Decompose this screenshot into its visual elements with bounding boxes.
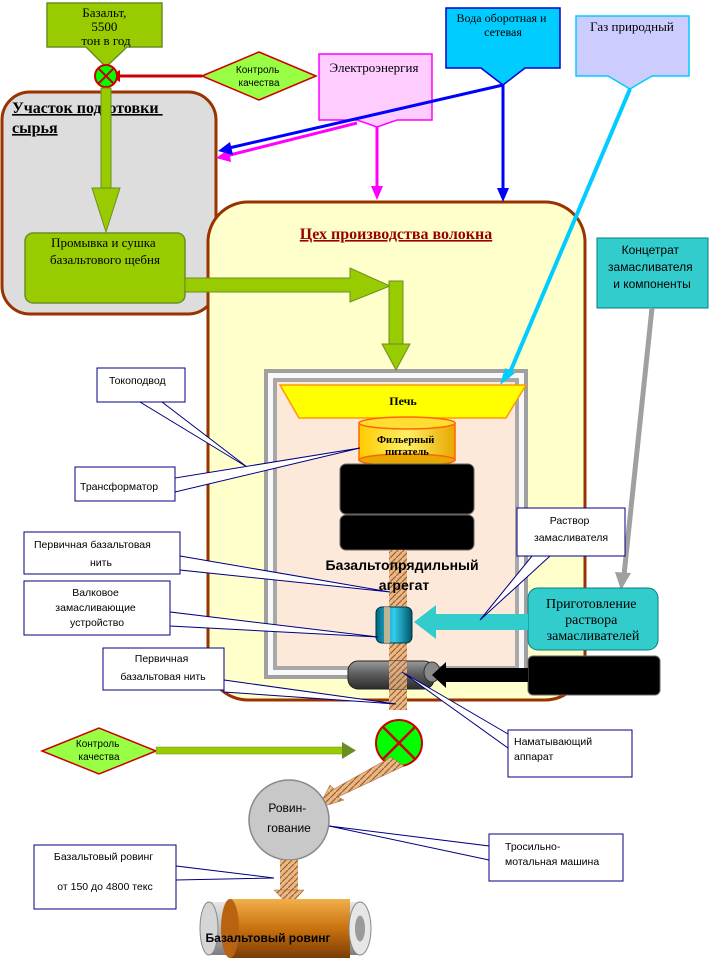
prep-area-title: Участок подготовки сырья [12, 100, 163, 137]
product-roving-left-end [221, 899, 239, 958]
qc-bottom-label: Контроль качества [76, 739, 122, 763]
callout-winder-box [507, 729, 633, 778]
gas-source [575, 15, 690, 90]
furnace [278, 384, 528, 419]
callout-roving: Базальтовый ровинг от 150 до 4800 текс [54, 851, 156, 893]
gas-head [500, 368, 515, 385]
callout-transformer-pointer [174, 447, 361, 493]
electricity-to-prep-line [225, 121, 358, 158]
qc-top-label: Контроль качества [236, 65, 282, 89]
callout-transformer: Трансформатор [80, 481, 158, 493]
feed-flow-shaft [388, 280, 404, 345]
concentrate-label: Концетрат замасливателя и компоненты [608, 243, 696, 291]
product-label: Базальтовый ровинг [206, 931, 331, 945]
water-to-prep-head [218, 142, 233, 155]
callout-primary-thread-2-box [102, 647, 225, 691]
sizing-roller [375, 606, 413, 644]
water-to-shop-head [497, 188, 509, 202]
winder-drive-arrow [432, 662, 528, 688]
sizing-prep-label: Приготовление раствора замасливателей [546, 597, 640, 644]
shop-title: Цех производства волокна [300, 226, 493, 243]
callout-winder-pointer [401, 671, 509, 749]
unit-block-lower [339, 514, 475, 551]
callout-transformer-box [74, 466, 176, 502]
sizing-roller-thread [384, 607, 390, 643]
sizing-flow-arrow [414, 605, 528, 639]
roving-node [248, 779, 330, 861]
concentrate-line [621, 307, 655, 576]
gas-line [506, 88, 632, 378]
gas-label: Газ природный [590, 19, 674, 34]
callout-roving-box [33, 844, 177, 910]
roving-to-product-head [273, 889, 305, 907]
callout-sizing-solution-box [516, 507, 626, 557]
water-to-prep-line [228, 83, 504, 150]
electricity-to-shop-head [371, 186, 383, 200]
qc-to-roving-arrow [317, 756, 405, 809]
callout-roller-pointer [169, 611, 379, 638]
callout-twist-machine: Тросильно- мотальная машина [505, 841, 599, 868]
callout-sizing-solution: Раствор замасливателя [534, 515, 608, 544]
basalt-label: Базальт, 5500 тон в год [81, 5, 131, 48]
basalt-source [46, 2, 163, 69]
feed-flow-head [381, 343, 411, 372]
concentrate-box [596, 237, 709, 309]
concentrate-head [615, 572, 631, 590]
water-label: Вода оборотная и сетевая [457, 11, 550, 39]
qc-top-node-x2 [97, 67, 115, 85]
furnace-label: Печь [389, 394, 417, 408]
callout-roller-box [23, 580, 171, 636]
unit-label: Базальтопрядильный агрегат [326, 557, 483, 593]
qc-bottom-diamond [39, 727, 159, 775]
wash-box [24, 232, 186, 304]
roving-to-product-arrow [280, 860, 298, 892]
callout-current-lead-box [96, 367, 186, 403]
callout-primary-thread-1-box [23, 531, 181, 575]
qc-bottom-arrowhead [342, 742, 356, 759]
feeder-label: Фильерный питатель [377, 435, 437, 458]
callout-roving-pointer [175, 865, 275, 881]
callout-primary-thread-1: Первичная базальтовая нить [34, 539, 154, 569]
unit-block-upper [339, 463, 475, 515]
callout-primary-thread-1-pointer [179, 555, 391, 593]
callout-primary-thread-2: Первичная базальтовая нить [120, 653, 206, 683]
basalt-flow-shaft [100, 87, 112, 189]
wash-label: Промывка и сушка базальтового щебня [50, 235, 160, 267]
basalt-flow-head [91, 187, 121, 234]
callout-winder: Наматывающий аппарат [514, 736, 595, 763]
wash-to-shop-arrow [184, 267, 392, 303]
product-tube-hole [355, 915, 365, 942]
qc-top-diamond [200, 51, 318, 101]
qc-bottom-node-x2 [382, 726, 416, 760]
winding-thread [389, 661, 407, 689]
roving-label: Ровин- гование [267, 801, 311, 835]
electricity-label: Электроэнергия [330, 60, 419, 75]
water-source [445, 7, 561, 86]
callout-current-lead: Токоподвод [109, 375, 166, 387]
callout-roller: Валковое замасливающие устройство [55, 587, 138, 629]
feeder-top [358, 416, 456, 430]
callout-primary-thread-2-pointer [223, 679, 397, 705]
callout-twist-machine-pointer [328, 825, 490, 861]
product-roving [230, 899, 350, 958]
callout-sizing-solution-pointer [479, 555, 552, 621]
callout-current-lead-pointer [138, 401, 248, 468]
winder-motor [527, 655, 661, 696]
product-tube-left-end [199, 901, 219, 956]
qc-bottom-arrow [155, 746, 345, 755]
